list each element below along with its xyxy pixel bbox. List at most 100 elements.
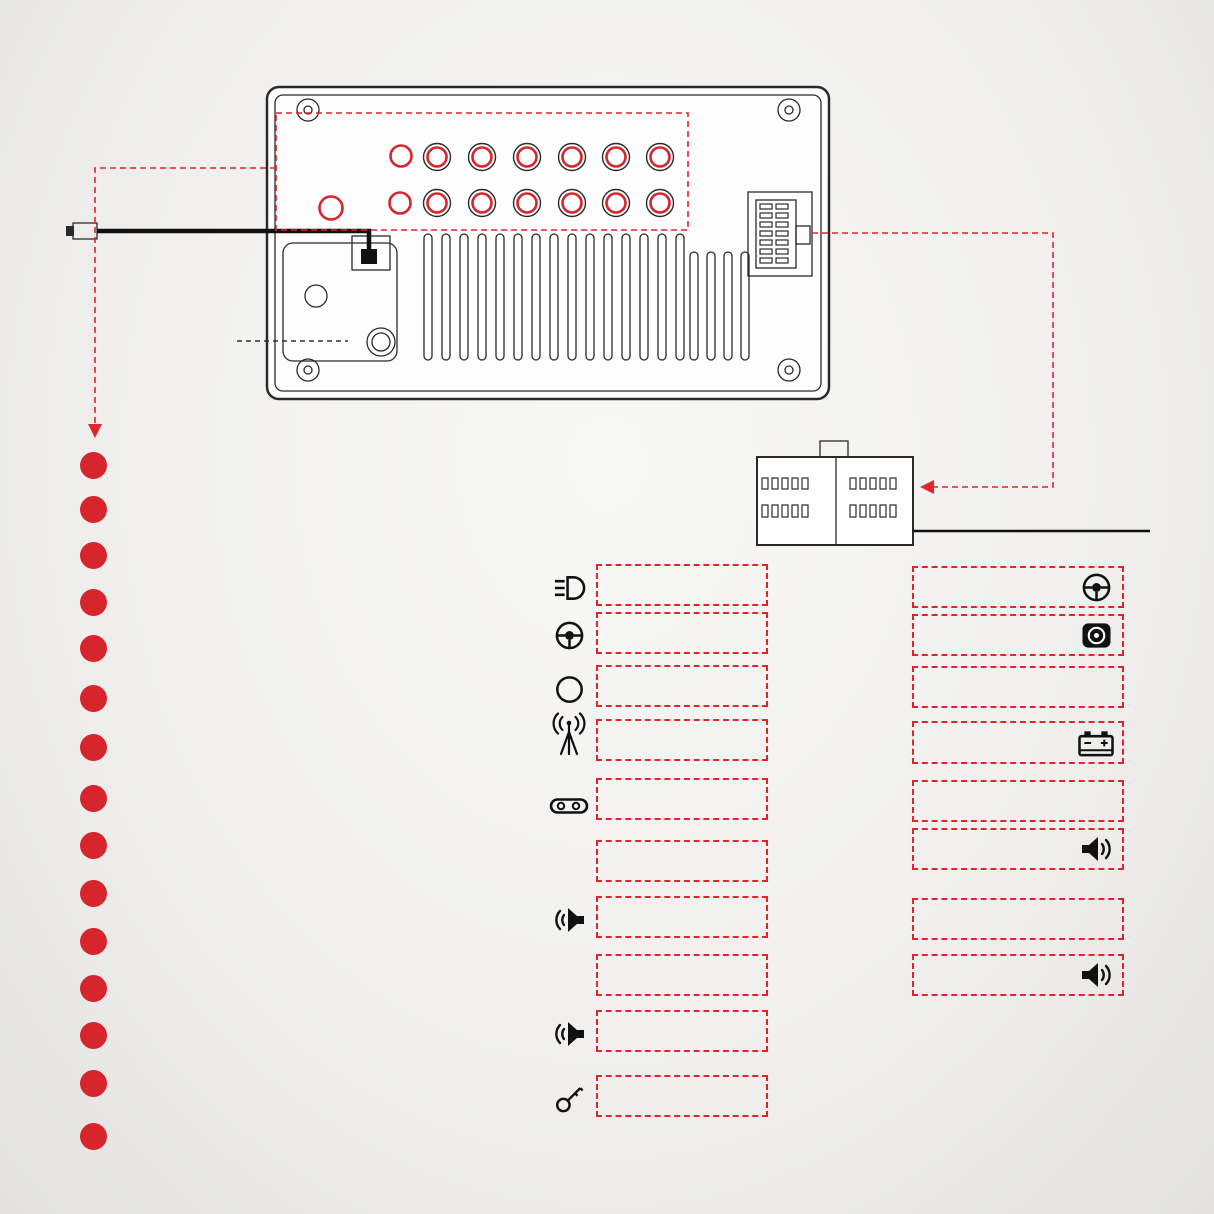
legend-item-13 (80, 1021, 140, 1049)
wifi-connector (366, 327, 396, 357)
rca-jack (557, 142, 587, 172)
pin-label-box (596, 665, 768, 707)
legend-number-badge (80, 879, 107, 907)
legend-item-11 (80, 927, 140, 955)
pin-row-7 (494, 834, 768, 882)
battery-icon (1076, 726, 1116, 759)
screw-icon (296, 98, 320, 122)
pin-row-11 (494, 1069, 768, 1117)
speaker-icon (547, 1019, 591, 1049)
pin-label-box (596, 1075, 768, 1117)
screw-icon (777, 358, 801, 382)
pin-row-18 (912, 822, 1187, 870)
iso-20pin-connector (756, 440, 1150, 546)
rca-jack (645, 142, 675, 172)
rca-jack (601, 188, 631, 218)
phone-link-cable (66, 222, 391, 271)
pin-row-19 (912, 892, 1187, 940)
rca-jack (557, 188, 587, 218)
legend-item-1 (80, 451, 140, 479)
legend-number-badge (80, 451, 107, 479)
rca-jack (512, 142, 542, 172)
pin-label-box (596, 896, 768, 938)
pin-row-16 (912, 716, 1187, 764)
pin-label-box (596, 840, 768, 882)
pin-row-10 (494, 1004, 768, 1052)
rca-jack (467, 188, 497, 218)
pin-row-2 (494, 606, 768, 654)
legend-item-14 (80, 1064, 140, 1102)
pin-label-box (596, 954, 768, 996)
pin-label-box (596, 1010, 768, 1052)
arrow-down-icon (88, 424, 102, 438)
key-icon (547, 1081, 591, 1114)
legend-number-badge (80, 831, 107, 859)
legend-item-6 (80, 684, 140, 712)
power-connector (747, 191, 813, 277)
legend-item-7 (80, 733, 140, 761)
pin-label-box (596, 778, 768, 820)
rca-jack (645, 188, 675, 218)
legend-number-badge (80, 495, 107, 523)
arrow-left-icon (920, 480, 934, 494)
pin-row-5 (494, 712, 768, 761)
rca-jack-field (318, 142, 675, 221)
legend-item-4 (80, 588, 140, 616)
legend-item-10 (80, 879, 140, 907)
legend-number-badge (80, 974, 107, 1002)
legend-item-3 (80, 541, 140, 569)
antenna-icon (547, 712, 591, 758)
legend-item-9 (80, 831, 140, 859)
pin-label-box (912, 566, 1124, 608)
legend-item-5 (80, 634, 140, 662)
steering-wheel-icon (547, 620, 591, 651)
rca-jack (467, 142, 497, 172)
legend-number-badge (80, 1069, 107, 1097)
legend-item-8 (80, 784, 140, 812)
pin-label-box (596, 719, 768, 761)
pin-label-box (912, 828, 1124, 870)
speaker-icon (547, 905, 591, 935)
parking-brake-icon (547, 675, 591, 704)
speaker-icon (1076, 960, 1116, 990)
pin-row-3 (494, 659, 768, 707)
pin-row-17 (912, 774, 1187, 822)
pin-row-1 (494, 558, 768, 606)
pin-row-12 (912, 560, 1187, 608)
legend-number-badge (80, 733, 107, 761)
pin-row-15 (912, 660, 1187, 708)
pin-label-box (912, 721, 1124, 764)
pin-row-20 (912, 948, 1187, 996)
legend-number-badge (80, 927, 107, 955)
legend-number-badge (80, 684, 107, 712)
legend-number-badge (80, 1021, 107, 1049)
screw-icon (777, 98, 801, 122)
legend-item-15 (80, 1122, 140, 1150)
pin-row-6 (494, 772, 768, 820)
legend-number-badge (80, 588, 107, 616)
pin-label-box (596, 564, 768, 606)
heatsink-fins (423, 233, 750, 361)
legend-number-badge (80, 1122, 107, 1150)
pin-label-box (912, 666, 1124, 708)
pin-row-9 (494, 948, 768, 996)
head-unit-rear-panel (66, 85, 831, 401)
pin-label-box (596, 612, 768, 654)
legend-number-badge (80, 634, 107, 662)
pin-label-box (912, 898, 1124, 940)
pin-label-box (912, 780, 1124, 822)
red-dashed-callouts (88, 112, 1054, 494)
pin-row-8 (494, 890, 768, 938)
screw-icon (296, 358, 320, 382)
headlight-icon (547, 573, 591, 603)
amplifier-icon (547, 795, 591, 817)
pin-label-box (912, 614, 1124, 656)
speaker-icon (1076, 834, 1116, 864)
rca-jack (422, 142, 452, 172)
pin-row-13 (912, 608, 1187, 656)
legend-item-2 (80, 495, 140, 523)
rca-jack (512, 188, 542, 218)
legend-item-12 (80, 974, 140, 1002)
